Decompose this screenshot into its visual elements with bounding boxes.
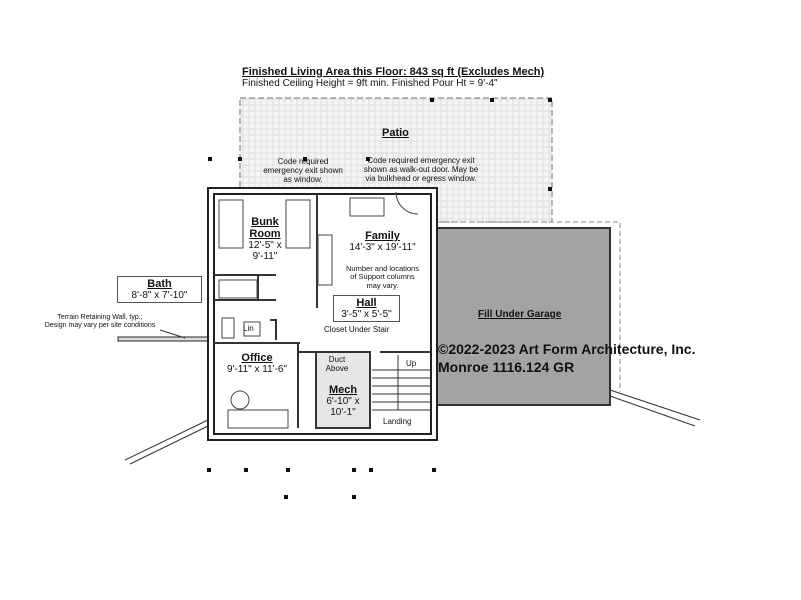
- bed-left: [218, 199, 244, 249]
- garage-outline: [437, 221, 621, 392]
- room-size: 14'-3" x 19'-11": [349, 242, 416, 254]
- office-chair: [230, 390, 250, 410]
- room-size: 9'-11" x 11'-6": [226, 364, 288, 376]
- note-line: as window.: [283, 174, 323, 184]
- room-name: Bunk: [251, 216, 279, 228]
- family-label: Family 14'-3" x 19'-11": [335, 230, 430, 253]
- room-name: Family: [365, 230, 400, 242]
- retaining-wall-diagonal-right: [609, 389, 701, 427]
- duct-label: Duct Above: [322, 355, 352, 374]
- vanity: [243, 321, 261, 337]
- note-line: Number and locations: [346, 264, 419, 273]
- stair-up-label: Up: [406, 359, 417, 369]
- room-size: 8'-8" x 7'-10": [131, 290, 188, 302]
- column-markers: [207, 98, 552, 499]
- room-name: Office: [241, 352, 273, 364]
- door-exit-note: Code required emergency exit shown as wa…: [356, 156, 486, 183]
- room-name: Mech: [328, 384, 358, 396]
- plan-subtitle: Finished Ceiling Height = 9ft min. Finis…: [242, 78, 498, 89]
- note-line: of Support columns: [350, 272, 415, 282]
- linen-label: Lin: [243, 324, 254, 333]
- note-line: via bulkhead or egress window.: [365, 173, 477, 183]
- note-line: emergency exit shown: [263, 165, 343, 175]
- room-name: Hall: [356, 297, 377, 309]
- room-name: Room: [249, 228, 281, 241]
- garage-label: Fill Under Garage: [478, 309, 562, 320]
- retaining-wall-note: Terrain Retaining Wall, typ.; Design may…: [30, 314, 170, 329]
- note-line: Terrain Retaining Wall, typ.;: [57, 314, 143, 321]
- mech-room: [315, 351, 371, 429]
- patio-label: Patio: [382, 127, 409, 139]
- note-line: shown as walk-out door. May be: [363, 164, 479, 174]
- room-size: 3'-5" x 5'-5": [341, 309, 392, 321]
- mech-label: Mech 6'-10" x 10'-1": [316, 384, 370, 418]
- retaining-wall-left: [117, 336, 209, 342]
- columns-note: Number and locations of Support columns …: [335, 264, 430, 290]
- garage-fill: [431, 227, 611, 406]
- room-size: 10'-1": [330, 407, 356, 419]
- note-line: Design may vary per site conditions: [44, 321, 156, 329]
- couch-top: [349, 197, 385, 217]
- note-line: Duct: [328, 355, 346, 364]
- plan-title: Finished Living Area this Floor: 843 sq …: [242, 66, 545, 78]
- toilet: [221, 317, 235, 339]
- room-size: 9'-11": [252, 251, 278, 263]
- closet-label: Closet Under Stair: [324, 325, 390, 334]
- office-label: Office 9'-11" x 11'-6": [222, 352, 292, 375]
- door-swing-patio: [395, 191, 419, 215]
- sofa: [317, 234, 333, 286]
- hall-label: Hall 3'-5" x 5'-5": [333, 295, 400, 323]
- retaining-wall-diagonal-left: [124, 419, 209, 465]
- bunk-room-label: Bunk Room 12'-5" x 9'-11": [240, 216, 290, 262]
- note-line: Above: [325, 363, 349, 373]
- desk: [227, 409, 289, 429]
- copyright-line2: Monroe 1116.124 GR: [438, 359, 575, 375]
- landing-label: Landing: [383, 417, 412, 427]
- room-size: 12'-5" x: [248, 240, 282, 252]
- copyright-line1: ©2022-2023 Art Form Architecture, Inc.: [438, 341, 696, 357]
- window-exit-note: Code required emergency exit shown as wi…: [248, 157, 358, 184]
- room-name: Bath: [147, 278, 172, 290]
- room-size: 6'-10" x: [326, 396, 360, 408]
- note-line: Code required emergency exit: [367, 156, 475, 165]
- note-line: may vary.: [366, 280, 399, 290]
- tub: [218, 279, 258, 299]
- bed-right: [285, 199, 311, 249]
- note-line: Code required: [277, 157, 329, 166]
- bath-label: Bath 8'-8" x 7'-10": [117, 276, 202, 304]
